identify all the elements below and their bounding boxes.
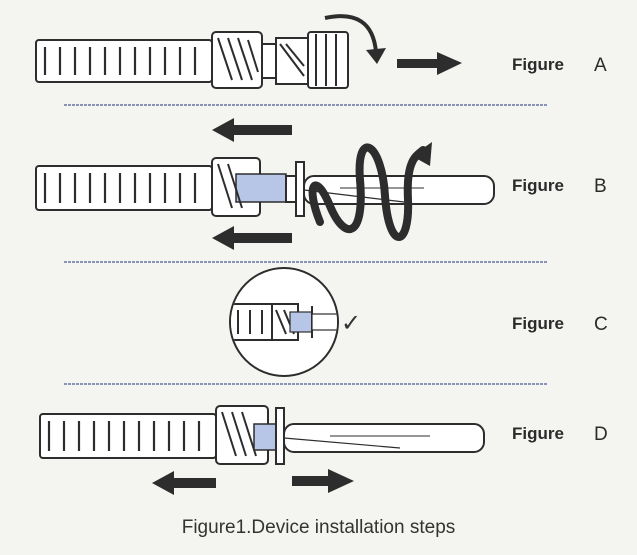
needle-shield-d: [283, 423, 485, 453]
step-c-label: Figure: [512, 314, 564, 333]
pull-arrow-a: [397, 59, 439, 68]
step-d-illustration: [39, 405, 485, 495]
barrel-graduations-b: [43, 173, 197, 203]
step-b-letter: B: [594, 176, 607, 197]
check-mark-icon: ✓: [341, 309, 362, 337]
left-arrow-d: [172, 478, 216, 488]
luer-tip-b: [235, 173, 287, 203]
figure-caption: Figure1.Device installation steps: [181, 517, 456, 538]
barrel-graduations-a: [43, 47, 197, 75]
needle-shield-b: [303, 175, 495, 205]
right-arrow-d: [292, 476, 330, 486]
syringe-barrel-a: [35, 39, 213, 83]
needle-flange-b: [295, 161, 305, 217]
rotate-arrow-a: [324, 14, 378, 53]
step-a-illustration: [35, 14, 462, 89]
twist-spiral-b: [308, 143, 427, 241]
step-c-letter: C: [594, 314, 608, 335]
collar-threads-b: [217, 163, 243, 209]
step-d-letter: D: [594, 424, 608, 445]
step-d-label: Figure: [512, 424, 564, 443]
left-arrow-bottom-b: [232, 233, 292, 243]
step-a-label: Figure: [512, 55, 564, 74]
syringe-barrel-d: [39, 413, 217, 459]
left-arrow-top-b: [232, 125, 292, 135]
syringe-barrel-b: [35, 165, 213, 211]
needle-flange-d: [275, 407, 285, 465]
barrel-graduations-d: [47, 421, 201, 451]
step-a-letter: A: [594, 55, 607, 76]
needle-cap-a: [307, 31, 349, 89]
step-b-illustration: [35, 118, 495, 250]
syringe-barrel-c: [231, 303, 275, 341]
collar-threads-a: [217, 37, 259, 81]
step-c-illustration: [229, 267, 339, 377]
step-b-label: Figure: [512, 176, 564, 195]
